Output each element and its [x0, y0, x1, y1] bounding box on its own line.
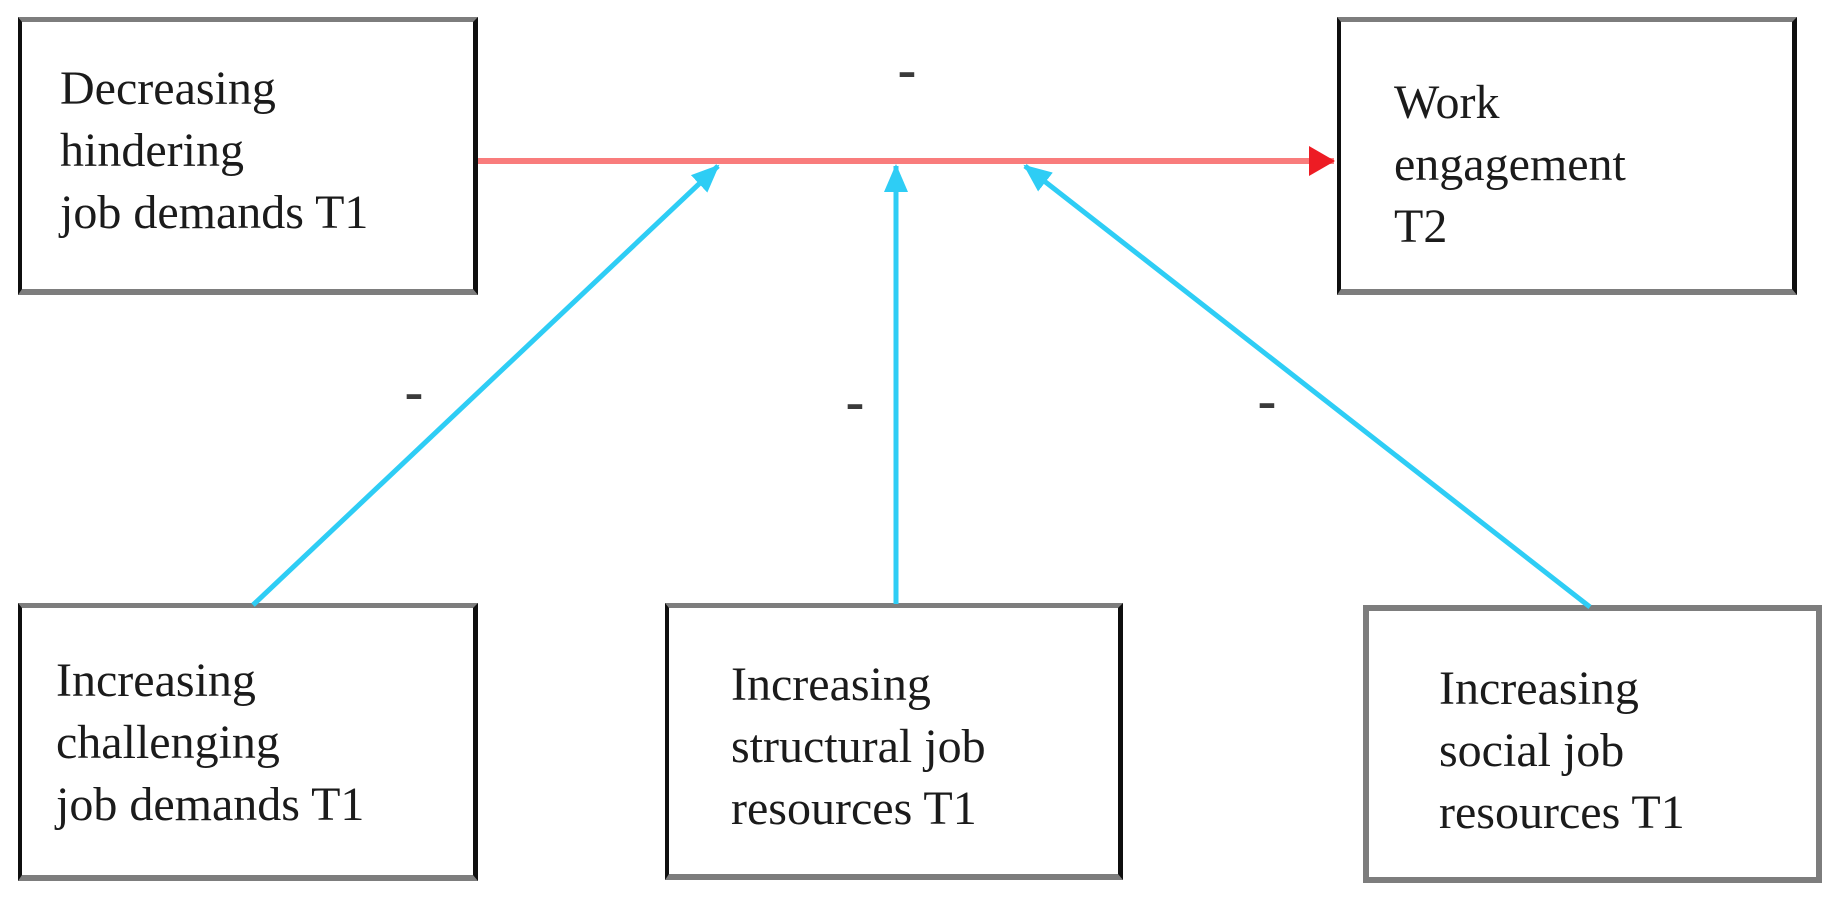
box-text-line: job demands T1: [56, 778, 365, 831]
minus-sign-challenging: -: [404, 361, 424, 423]
box-text-line: resources T1: [731, 782, 977, 835]
box-text-line: job demands T1: [60, 186, 369, 239]
box-text-line: challenging: [56, 716, 280, 769]
minus-sign-social: -: [1257, 370, 1277, 432]
minus-sign-main-path: -: [897, 39, 917, 101]
box-increasing-social-job-resources-t1: Increasing social job resources T1: [1363, 605, 1822, 883]
box-decreasing-hindering-job-demands-t1: Decreasing hindering job demands T1: [18, 17, 478, 295]
box-text-line: Work: [1394, 76, 1500, 129]
box-text-line: Decreasing: [60, 62, 276, 115]
box-text-line: Increasing: [1439, 662, 1639, 715]
box-text-line: engagement: [1394, 138, 1626, 191]
box-text-line: Increasing: [56, 654, 256, 707]
minus-sign-structural: -: [845, 371, 865, 433]
box-increasing-challenging-job-demands-t1: Increasing challenging job demands T1: [18, 603, 478, 881]
box-work-engagement-t2: Work engagement T2: [1337, 17, 1797, 295]
box-text-line: social job: [1439, 724, 1625, 777]
box-increasing-structural-job-resources-t1: Increasing structural job resources T1: [665, 603, 1123, 880]
box-text-line: T2: [1394, 200, 1448, 253]
box-text-line: Increasing: [731, 658, 931, 711]
box-text-line: hindering: [60, 124, 244, 177]
box-text-line: resources T1: [1439, 786, 1685, 839]
box-text-line: structural job: [731, 720, 986, 773]
